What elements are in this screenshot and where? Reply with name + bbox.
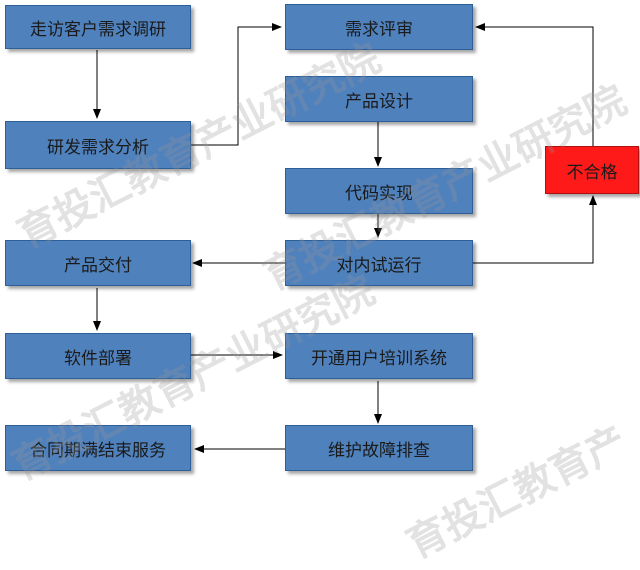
- box-run-label: 对内试运行: [336, 255, 422, 276]
- arrow-run-to-fail: [473, 195, 597, 264]
- box-design-label: 产品设计: [345, 91, 413, 112]
- box-design: 产品设计: [285, 76, 473, 122]
- box-visit: 走访客户需求调研: [5, 5, 191, 49]
- box-visit-label: 走访客户需求调研: [30, 19, 166, 40]
- box-deliver-label: 产品交付: [64, 255, 132, 276]
- box-analysis: 研发需求分析: [5, 121, 191, 169]
- box-end-label: 合同期满结束服务: [30, 440, 166, 461]
- connector-lines: [93, 23, 597, 453]
- box-analysis-label: 研发需求分析: [47, 137, 149, 158]
- box-fail-label: 不合格: [566, 162, 618, 183]
- box-deploy-label: 软件部署: [64, 348, 132, 369]
- arrow-fail-to-review: [475, 23, 594, 146]
- box-fail: 不合格: [545, 146, 639, 194]
- flowchart: 走访客户需求调研 研发需求分析 需求评审 产品设计 代码实现 对内试运行 不合格…: [5, 4, 639, 568]
- box-training: 开通用户培训系统: [285, 333, 473, 379]
- box-end: 合同期满结束服务: [5, 425, 191, 471]
- box-review-label: 需求评审: [345, 19, 413, 40]
- box-code: 代码实现: [285, 168, 473, 214]
- box-maintain-label: 维护故障排查: [328, 440, 430, 461]
- box-run: 对内试运行: [285, 240, 473, 286]
- box-review: 需求评审: [285, 4, 473, 50]
- box-training-label: 开通用户培训系统: [311, 348, 447, 369]
- box-deliver: 产品交付: [5, 240, 191, 286]
- box-maintain: 维护故障排查: [285, 425, 473, 471]
- box-code-label: 代码实现: [345, 183, 413, 204]
- box-deploy: 软件部署: [5, 333, 191, 379]
- arrow-analysis-to-review: [191, 23, 282, 146]
